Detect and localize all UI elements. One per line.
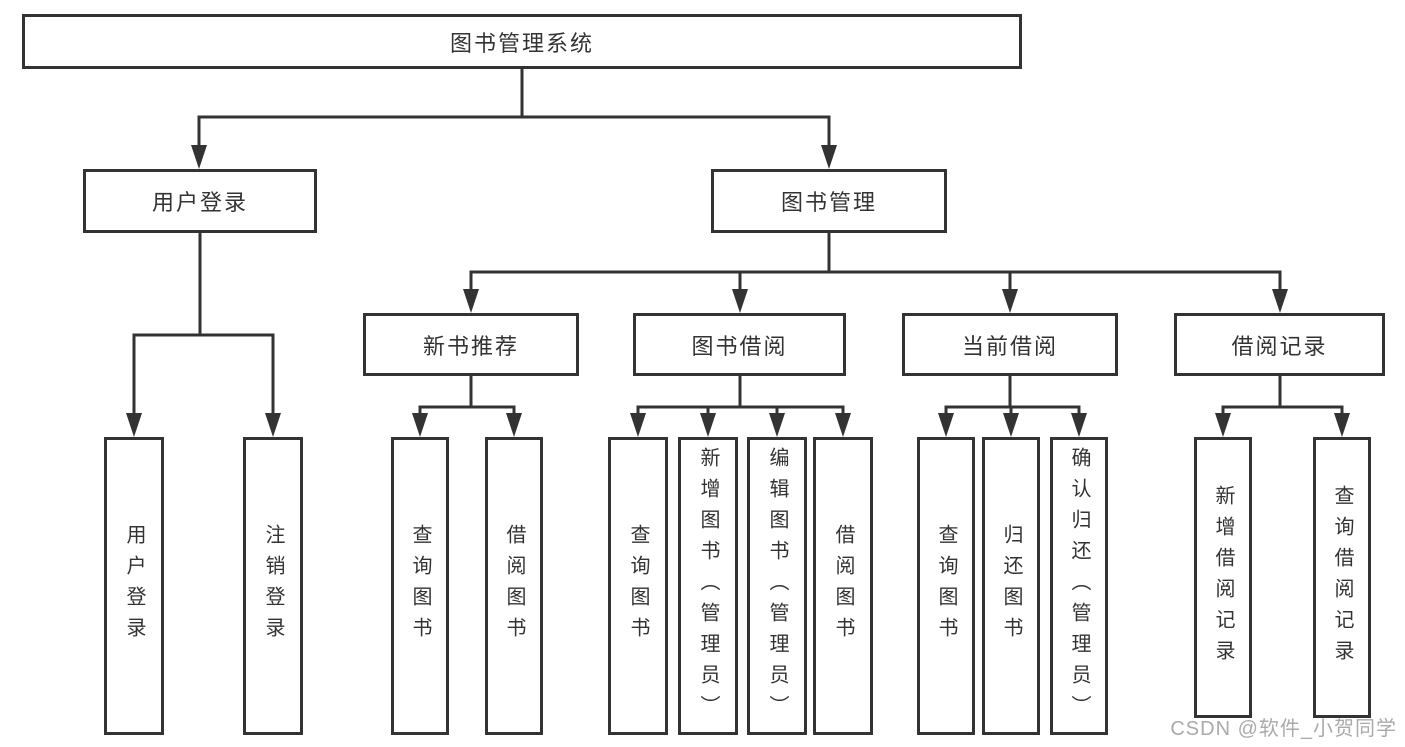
edge-newbookrec-to-leaves (418, 376, 516, 430)
leaf-user-login: 用户登录 (104, 437, 164, 735)
node-new-book-recommend: 新书推荐 (363, 313, 579, 376)
leaf-confirm-return-admin: 确认归还（管理员） (1050, 437, 1108, 735)
leaf-query-borrow-record: 查询借阅记录 (1313, 437, 1371, 718)
leaf-query-book-2: 查询图书 (608, 437, 668, 735)
node-book-borrow: 图书借阅 (633, 313, 846, 376)
csdn-watermark: CSDN @软件_小贺同学 (1170, 718, 1397, 740)
edge-bookmgmt-to-level2 (469, 233, 1282, 306)
leaf-edit-book-admin: 编辑图书（管理员） (747, 437, 807, 735)
node-root-library-system: 图书管理系统 (22, 14, 1022, 69)
edge-borrowrecord-to-leaves (1221, 376, 1344, 430)
leaf-query-book-3: 查询图书 (917, 437, 975, 735)
leaf-logout: 注销登录 (243, 437, 303, 735)
edge-root-to-level1 (197, 69, 831, 162)
node-book-management: 图书管理 (711, 169, 947, 233)
leaf-query-book-1: 查询图书 (391, 437, 449, 735)
edge-bookborrow-to-leaves (636, 376, 845, 430)
node-borrow-record: 借阅记录 (1174, 313, 1385, 376)
leaf-return-book: 归还图书 (982, 437, 1040, 735)
edge-userlogin-to-leaves (132, 233, 275, 430)
node-user-login: 用户登录 (83, 169, 317, 233)
edge-currentborrow-to-leaves (944, 376, 1081, 430)
leaf-borrow-book-2: 借阅图书 (813, 437, 873, 735)
leaf-borrow-book-1: 借阅图书 (485, 437, 543, 735)
leaf-add-borrow-record: 新增借阅记录 (1194, 437, 1252, 718)
leaf-add-book-admin: 新增图书（管理员） (678, 437, 738, 735)
node-current-borrow: 当前借阅 (902, 313, 1118, 376)
